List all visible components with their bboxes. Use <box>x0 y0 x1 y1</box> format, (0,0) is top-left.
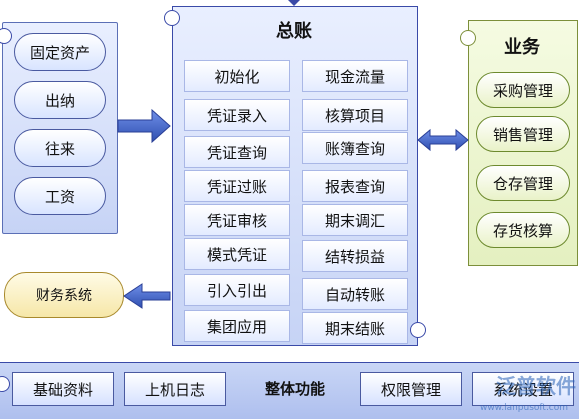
module-cashier[interactable]: 出纳 <box>14 81 106 119</box>
gl-item-label: 凭证审核 <box>206 211 267 230</box>
gl-item-ledger-query[interactable]: 账簿查询 <box>302 132 408 164</box>
gl-item-group-application[interactable]: 集团应用 <box>184 310 290 342</box>
gl-item-label: 初始化 <box>214 67 260 86</box>
gl-item-label: 核算项目 <box>324 106 385 125</box>
business-item-label: 销售管理 <box>492 125 553 144</box>
connector-circle <box>0 28 12 44</box>
gl-item-initialization[interactable]: 初始化 <box>184 60 290 92</box>
system-settings-button[interactable]: 系统设置 <box>472 372 574 406</box>
gl-item-label: 期末调汇 <box>324 211 385 230</box>
module-label: 固定资产 <box>29 43 90 62</box>
module-label: 工资 <box>44 187 75 206</box>
business-item-sales[interactable]: 销售管理 <box>476 116 570 152</box>
general-ledger-title: 总账 <box>276 21 312 42</box>
top-marker <box>288 0 300 6</box>
gl-item-voucher-entry[interactable]: 凭证录入 <box>184 99 290 131</box>
business-item-inventory-accounting[interactable]: 存货核算 <box>476 212 570 248</box>
module-receivables-payables[interactable]: 往来 <box>14 129 106 167</box>
gl-item-label: 结转损益 <box>324 247 385 266</box>
arrow-ledger-to-finance <box>123 283 171 309</box>
gl-item-voucher-posting[interactable]: 凭证过账 <box>184 170 290 202</box>
bar-button-label: 系统设置 <box>492 380 553 399</box>
gl-item-label: 账簿查询 <box>324 139 385 158</box>
module-fixed-assets[interactable]: 固定资产 <box>14 33 106 71</box>
gl-item-cash-flow[interactable]: 现金流量 <box>302 60 408 92</box>
business-item-warehouse[interactable]: 仓存管理 <box>476 165 570 201</box>
gl-item-label: 集团应用 <box>206 317 267 336</box>
bar-button-label: 上机日志 <box>144 380 205 399</box>
business-item-purchasing[interactable]: 采购管理 <box>476 72 570 108</box>
gl-item-label: 凭证录入 <box>206 106 267 125</box>
arrow-ledger-business <box>417 128 469 152</box>
gl-item-accounting-items[interactable]: 核算项目 <box>302 99 408 131</box>
gl-item-import-export[interactable]: 引入引出 <box>184 274 290 306</box>
gl-item-label: 报表查询 <box>324 177 385 196</box>
gl-item-period-end-closing[interactable]: 期末结账 <box>302 312 408 344</box>
permission-management-button[interactable]: 权限管理 <box>360 372 462 406</box>
watermark-url: www.lanpusoft.com <box>479 403 569 413</box>
gl-item-label: 引入引出 <box>206 281 267 300</box>
login-log-button[interactable]: 上机日志 <box>124 372 226 406</box>
module-label: 往来 <box>44 139 75 158</box>
connector-circle <box>410 322 426 338</box>
gl-item-voucher-audit[interactable]: 凭证审核 <box>184 204 290 236</box>
business-item-label: 仓存管理 <box>492 174 553 193</box>
connector-circle <box>164 10 180 26</box>
arrow-left-to-ledger <box>117 108 171 144</box>
gl-item-label: 期末结账 <box>324 319 385 338</box>
gl-item-report-query[interactable]: 报表查询 <box>302 170 408 202</box>
business-title: 业务 <box>504 37 540 58</box>
gl-item-label: 凭证过账 <box>206 177 267 196</box>
overall-functions-label: 整体功能 <box>264 379 325 398</box>
gl-item-label: 现金流量 <box>324 67 385 86</box>
connector-circle <box>460 30 476 46</box>
gl-item-label: 自动转账 <box>324 285 385 304</box>
gl-item-profit-loss-transfer[interactable]: 结转损益 <box>302 240 408 272</box>
bar-button-label: 基础资料 <box>32 380 93 399</box>
module-label: 出纳 <box>44 91 75 110</box>
gl-item-voucher-query[interactable]: 凭证查询 <box>184 136 290 168</box>
basic-data-button[interactable]: 基础资料 <box>12 372 114 406</box>
gl-item-auto-transfer[interactable]: 自动转账 <box>302 278 408 310</box>
business-item-label: 采购管理 <box>492 81 553 100</box>
gl-item-label: 凭证查询 <box>206 143 267 162</box>
bar-button-label: 权限管理 <box>380 380 441 399</box>
gl-item-label: 模式凭证 <box>206 245 267 264</box>
gl-item-template-voucher[interactable]: 模式凭证 <box>184 238 290 270</box>
finance-system-node[interactable]: 财务系统 <box>4 272 124 318</box>
watermark-logo: 泛普软件 <box>496 374 576 398</box>
module-payroll[interactable]: 工资 <box>14 177 106 215</box>
gl-item-period-end-exchange[interactable]: 期末调汇 <box>302 204 408 236</box>
business-item-label: 存货核算 <box>492 221 553 240</box>
finance-system-label: 财务系统 <box>36 288 92 304</box>
